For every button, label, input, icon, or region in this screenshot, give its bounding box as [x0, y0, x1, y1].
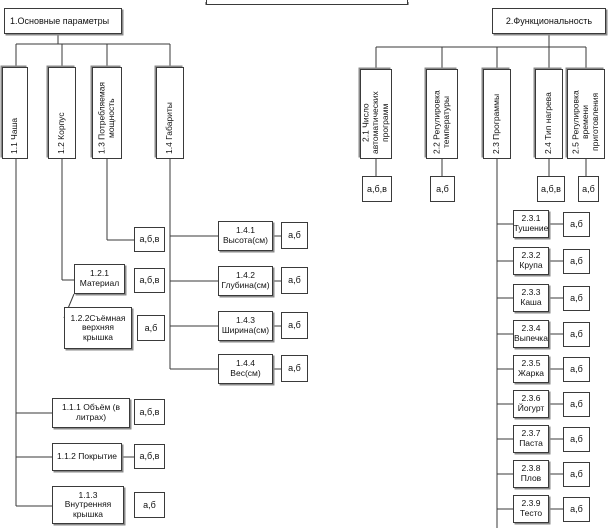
program-pilaf-code: а,б [563, 462, 590, 487]
item-inner-lid: 1.1.3 Внутренняя крышка [52, 486, 124, 524]
group-body: 1.2 Корпус [48, 67, 76, 159]
program-pasta-code: а,б [563, 427, 590, 452]
branch-functionality: 2.Функциональность [492, 8, 606, 34]
program-grain: 2.3.2 Крупа [513, 247, 549, 275]
program-frying: 2.3.5 Жарка [513, 355, 549, 383]
item-width: 1.4.3 Ширина(см) [218, 311, 273, 341]
group-cook-time: 2.5 Регулировка времени приготовления [567, 69, 605, 159]
item-depth-code: а,б [281, 267, 308, 294]
program-porridge-code: а,б [563, 286, 590, 311]
item-width-code: а,б [281, 312, 308, 339]
item-depth: 1.4.2 Глубина(см) [218, 266, 273, 296]
program-stew: 2.3.1 Тушение [513, 210, 549, 238]
item-coating: 1.1.2 Покрытие [52, 443, 122, 471]
item-inner-lid-code: а,б [134, 492, 165, 518]
program-pilaf: 2.3.8 Плов [513, 460, 549, 488]
program-dough-code: а,б [563, 497, 590, 522]
temperature-code: а,б [430, 176, 455, 202]
item-material: 1.2.1 Материал [74, 264, 125, 294]
program-porridge: 2.3.3 Каша [513, 284, 549, 312]
program-baking: 2.3.4 Выпечка [513, 320, 549, 348]
group-programs: 2.3 Программы [483, 69, 511, 159]
item-removable-lid: 1.2.2Съёмная верхняя крышка [64, 307, 132, 349]
cook-time-code: а,б [578, 176, 599, 202]
item-height: 1.4.1 Высота(см) [218, 221, 273, 251]
group-dimensions: 1.4 Габариты [156, 67, 184, 159]
program-yogurt: 2.3.6 Йогурт [513, 390, 549, 418]
root-node [206, 0, 408, 5]
group-temperature: 2.2 Регулировка температуры [426, 69, 458, 159]
item-volume-code: а,б,в [134, 399, 165, 425]
item-volume: 1.1.1 Объём (в литрах) [52, 398, 130, 428]
power-code: а,б,в [134, 227, 165, 252]
group-heating-type: 2.4 Тип нагрева [535, 69, 563, 159]
item-weight-code: а,б [281, 355, 308, 382]
item-height-code: а,б [281, 222, 308, 249]
item-removable-lid-code: а,б [137, 315, 165, 341]
program-dough: 2.3.9 Тесто [513, 495, 549, 523]
program-frying-code: а,б [563, 357, 590, 382]
group-auto-programs: 2.1 Число автоматических программ [360, 69, 392, 159]
item-weight: 1.4.4 Вес(см) [218, 354, 273, 384]
group-bowl: 1.1 Чаша [2, 67, 28, 159]
item-coating-code: а,б,в [134, 444, 165, 469]
heating-type-code: а,б,в [537, 176, 565, 202]
auto-programs-code: а,б,в [362, 176, 392, 202]
group-power: 1.3 Потребляемая мощность [92, 67, 122, 159]
program-baking-code: а,б [563, 322, 590, 347]
program-yogurt-code: а,б [563, 392, 590, 417]
branch-basic-params: 1.Основные параметры [4, 8, 122, 34]
program-grain-code: а,б [563, 249, 590, 274]
program-stew-code: а,б [563, 212, 590, 237]
program-pasta: 2.3.7 Паста [513, 425, 549, 453]
item-material-code: а,б,в [134, 268, 165, 293]
